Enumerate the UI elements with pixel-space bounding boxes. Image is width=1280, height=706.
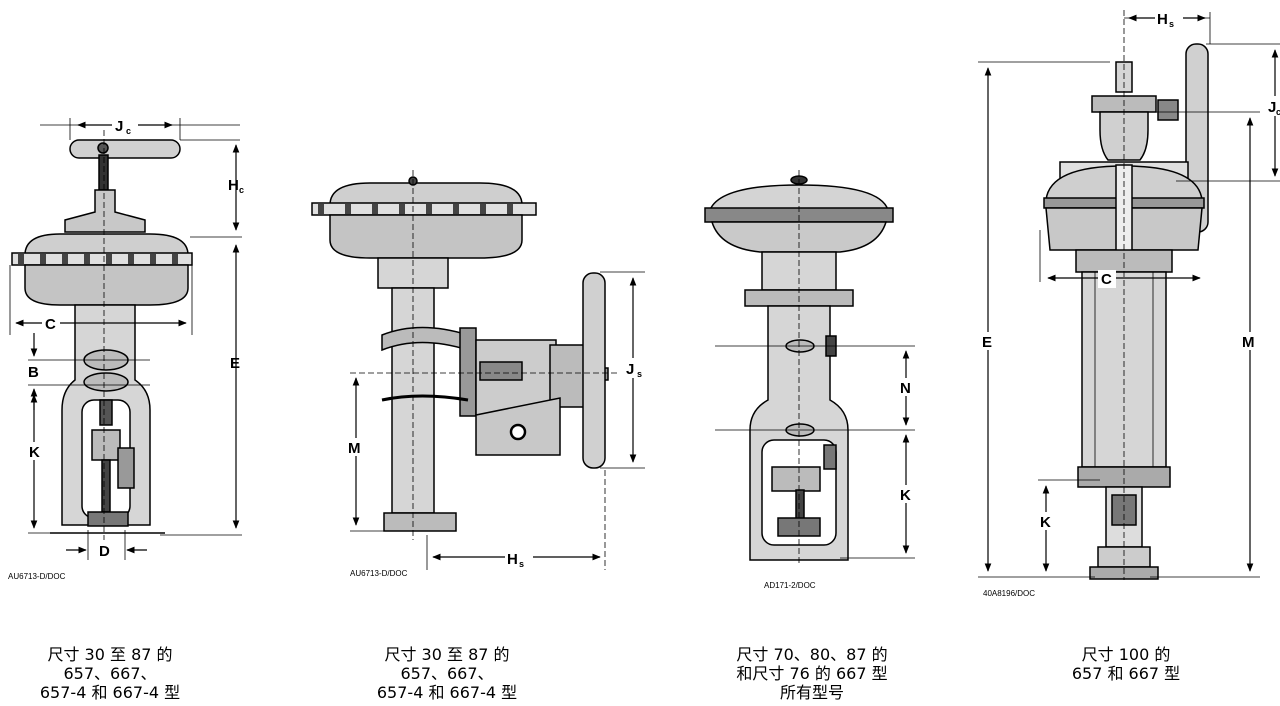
svg-text:c: c (239, 185, 244, 195)
label-jc: J (115, 118, 123, 135)
label-b: B (28, 364, 39, 381)
figure-3-drawing (704, 170, 915, 565)
figure-4-drawing-code: 40A8196/DOC (983, 589, 1036, 598)
label-c: C (45, 316, 56, 333)
figure-4-dimension-labels: H s J c C E M K (980, 8, 1280, 531)
label-k: K (1040, 514, 1051, 531)
figure-3-dimension-labels: N K (898, 378, 916, 504)
svg-text:s: s (637, 369, 642, 379)
label-k: K (29, 444, 40, 461)
figure-2-drawing (311, 170, 645, 570)
label-js: J (626, 361, 634, 378)
label-m: M (1242, 334, 1255, 351)
label-k: K (900, 487, 911, 504)
label-hc: H (228, 177, 239, 194)
label-e: E (230, 355, 240, 372)
figure-3-caption: 尺寸 70、80、87 的 和尺寸 76 的 667 型 所有型号 (736, 645, 888, 702)
svg-text:s: s (519, 559, 524, 569)
label-hs: H (1157, 11, 1168, 28)
label-m: M (348, 440, 361, 457)
figure-1-drawing-code: AU6713-D/DOC (8, 572, 66, 581)
figure-1-drawing (9, 118, 242, 560)
label-hs: H (507, 551, 518, 568)
figure-3-drawing-code: AD171-2/DOC (764, 581, 816, 590)
figure-2-caption: 尺寸 30 至 87 的 657、667、 657-4 和 667-4 型 (376, 645, 518, 702)
figure-1-dimension-labels: J c H c C B E K D (27, 114, 244, 560)
label-j: J (1268, 99, 1276, 116)
label-c: C (1101, 271, 1112, 288)
svg-text:c: c (126, 126, 131, 136)
label-e: E (982, 334, 992, 351)
figure-4-caption: 尺寸 100 的 657 和 667 型 (1071, 645, 1181, 683)
figure-1-caption: 尺寸 30 至 87 的 657、667、 657-4 和 667-4 型 (39, 645, 181, 702)
figure-2-dimension-labels: M J s H s (346, 358, 650, 569)
svg-text:c: c (1276, 107, 1280, 117)
svg-text:s: s (1169, 19, 1174, 29)
figure-2-drawing-code: AU6713-D/DOC (350, 569, 408, 578)
label-n: N (900, 380, 911, 397)
label-d: D (99, 543, 110, 560)
figure-4-drawing (978, 10, 1280, 580)
